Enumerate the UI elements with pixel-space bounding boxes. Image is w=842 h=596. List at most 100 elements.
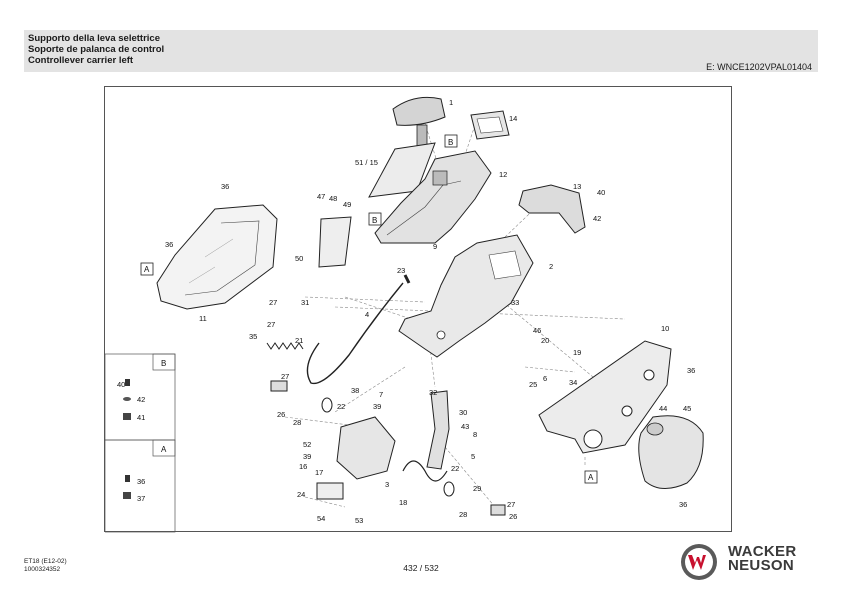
part-label: 43 xyxy=(461,422,469,431)
bushing xyxy=(490,504,506,516)
part-label: 24 xyxy=(297,490,305,499)
document-code: E: WNCE1202VPAL01404 xyxy=(706,62,812,72)
part-label: 6 xyxy=(543,374,547,383)
part-label: 48 xyxy=(329,194,337,203)
part-label: 2 xyxy=(549,262,553,271)
part-label: 42 xyxy=(593,214,601,223)
part-label: 52 xyxy=(303,440,311,449)
part-labels: 1 14 B 51 / 15 12 B 13 40 42 36 47 48 49… xyxy=(144,98,695,525)
part-label: 27 xyxy=(269,298,277,307)
top-cover xyxy=(518,184,586,234)
part-label: 8 xyxy=(473,430,477,439)
part-label: 39 xyxy=(303,452,311,461)
header-band: Supporto della leva selettrice Soporte d… xyxy=(24,30,818,72)
legend-a-letter: A xyxy=(161,445,167,454)
part-label: 36 xyxy=(165,240,173,249)
part-label: 47 xyxy=(317,192,325,201)
part-label: 25 xyxy=(529,380,537,389)
lower-bracket xyxy=(336,416,396,480)
parts-diagram-svg: B A 40 42 41 36 37 xyxy=(105,96,704,533)
torsion-spring xyxy=(402,460,448,482)
part-label: 19 xyxy=(573,348,581,357)
lever-arm xyxy=(426,390,450,470)
part-label: A xyxy=(144,265,150,274)
footer-model-info: ET18 (E12-02) 1000324352 xyxy=(24,558,67,574)
part-label: 1 xyxy=(449,98,453,107)
part-label: 9 xyxy=(433,242,437,251)
part-label: 31 xyxy=(301,298,309,307)
part-label: 22 xyxy=(337,402,345,411)
small-bracket xyxy=(318,216,352,268)
part-label: 39 xyxy=(373,402,381,411)
part-label: 11 xyxy=(199,314,207,323)
legend-b-item: 40 xyxy=(117,380,125,389)
page-number: 432 / 532 xyxy=(403,563,439,573)
part-label: 32 xyxy=(429,388,437,397)
legend-a-item: 37 xyxy=(137,494,145,503)
control-rod xyxy=(306,282,404,385)
side-plate xyxy=(538,340,672,454)
part-label: 3 xyxy=(385,480,389,489)
model-code: ET18 (E12-02) xyxy=(24,558,67,565)
wacker-neuson-logo-icon xyxy=(681,544,717,580)
part-label: 40 xyxy=(597,188,605,197)
left-side-cover xyxy=(156,204,278,310)
part-label: 28 xyxy=(459,510,467,519)
title-spanish: Soporte de palanca de control xyxy=(28,44,165,55)
part-label: 27 xyxy=(267,320,275,329)
part-number: 1000324352 xyxy=(24,566,61,573)
part-label: 54 xyxy=(317,514,325,523)
part-label: 50 xyxy=(295,254,303,263)
part-label: 33 xyxy=(511,298,519,307)
part-label: 46 xyxy=(533,326,541,335)
part-label: 17 xyxy=(315,468,323,477)
part-label: 35 xyxy=(249,332,257,341)
part-label: 26 xyxy=(277,410,285,419)
part-label: 45 xyxy=(683,404,691,413)
brand-line-2: NEUSON xyxy=(728,557,794,574)
washer xyxy=(443,481,455,497)
part-label: 29 xyxy=(473,484,481,493)
part-label: 4 xyxy=(365,310,369,319)
part-label: 14 xyxy=(509,114,517,123)
legend-b-item: 42 xyxy=(137,395,145,404)
title-english: Controllever carrier left xyxy=(28,55,134,66)
part-label: 36 xyxy=(687,366,695,375)
part-label: 13 xyxy=(573,182,581,191)
part-label: 27 xyxy=(281,372,289,381)
part-label: 7 xyxy=(379,390,383,399)
part-label: 23 xyxy=(397,266,405,275)
part-label: 21 xyxy=(295,336,303,345)
part-label: 27 xyxy=(507,500,515,509)
brand-wordmark: WACKER NEUSON xyxy=(728,543,797,574)
part-label: 18 xyxy=(399,498,407,507)
part-label: 10 xyxy=(661,324,669,333)
title-italian: Supporto della leva selettrice xyxy=(28,33,160,44)
part-label: 38 xyxy=(351,386,359,395)
part-label: 36 xyxy=(679,500,687,509)
part-label: A xyxy=(588,473,594,482)
part-label: 30 xyxy=(459,408,467,417)
legend-panel: B A 40 42 41 36 37 xyxy=(105,353,176,533)
part-label: 34 xyxy=(569,378,577,387)
part-label: 36 xyxy=(221,182,229,191)
part-label: B xyxy=(448,138,453,147)
brand-line-1: WACKER xyxy=(728,543,797,560)
part-label: 5 xyxy=(471,452,475,461)
bracket-plate xyxy=(316,482,344,500)
part-label: 49 xyxy=(343,200,351,209)
bushing xyxy=(270,380,288,392)
part-label: 16 xyxy=(299,462,307,471)
part-label: 28 xyxy=(293,418,301,427)
legend-b-item: 41 xyxy=(137,413,145,422)
legend-b-letter: B xyxy=(161,359,166,368)
part-label: B xyxy=(372,216,377,225)
handle-knob xyxy=(392,96,446,154)
exploded-parts-drawing: B A 40 42 41 36 37 xyxy=(104,86,732,533)
washer xyxy=(321,397,333,413)
legend-a-item: 36 xyxy=(137,477,145,486)
part-label: 22 xyxy=(451,464,459,473)
part-label: 51 / 15 xyxy=(355,158,378,167)
part-label: 26 xyxy=(509,512,517,521)
part-label: 12 xyxy=(499,170,507,179)
